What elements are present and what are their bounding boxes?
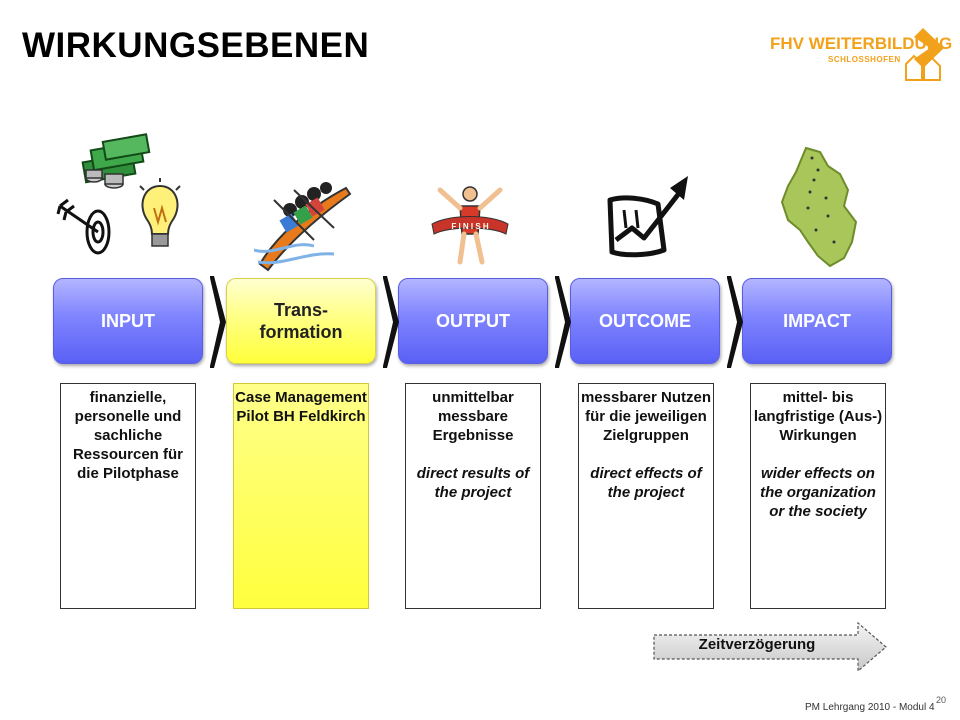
phase-input: INPUT xyxy=(53,278,203,364)
chevron-right-icon xyxy=(383,276,399,368)
fhv-diamond-logo-icon xyxy=(905,28,944,81)
desc-outcome-en: direct effects of the project xyxy=(590,465,702,501)
chevron-right-icon xyxy=(210,276,226,368)
desc-input: finanzielle, personelle und sachliche Re… xyxy=(60,383,196,609)
finish-line-runner-icon: F I N I S H xyxy=(431,186,509,265)
rowing-team-icon xyxy=(254,182,352,272)
desc-input-de: finanzielle, personelle und sachliche Re… xyxy=(72,389,184,482)
chevron-right-icon xyxy=(555,276,571,368)
fhv-logo: FHV WEITERBILDUNG SCHLOSSHOFEN xyxy=(770,26,952,82)
phase-outcome-label: OUTCOME xyxy=(599,310,691,331)
region-map-icon xyxy=(780,146,858,268)
desc-output-en: direct results of the project xyxy=(416,465,530,501)
time-delay-arrow: Zeitverzögerung xyxy=(652,621,888,673)
desc-impact-en: wider effects on the organization or the… xyxy=(760,465,876,520)
phase-input-label: INPUT xyxy=(101,310,155,331)
logo-line2: SCHLOSSHOFEN xyxy=(828,55,901,64)
desc-output-de: unmittelbar messbare Ergebnisse xyxy=(432,389,514,444)
desc-output: unmittelbar messbare Ergebnisse direct r… xyxy=(405,383,541,609)
time-delay-label: Zeitverzögerung xyxy=(698,636,816,653)
desc-outcome: messbarer Nutzen für die jeweiligen Ziel… xyxy=(578,383,714,609)
phase-transformation: Trans- formation xyxy=(226,278,376,364)
arrow-right-icon xyxy=(653,621,887,673)
desc-impact-de: mittel- bis langfristige (Aus-) Wirkunge… xyxy=(753,389,883,444)
phase-impact: IMPACT xyxy=(742,278,892,364)
money-bulb-target-icon xyxy=(56,133,181,255)
phase-impact-label: IMPACT xyxy=(783,310,851,331)
desc-impact: mittel- bis langfristige (Aus-) Wirkunge… xyxy=(750,383,886,609)
desc-transformation: Case Management Pilot BH Feldkirch xyxy=(233,383,369,609)
logo-line1: FHV WEITERBILDUNG xyxy=(770,34,953,53)
rising-chart-icon xyxy=(607,176,688,258)
phase-output: OUTPUT xyxy=(398,278,548,364)
page-number: 20 xyxy=(936,695,947,705)
footer-text: PM Lehrgang 2010 - Modul 4 xyxy=(805,702,935,713)
phase-transformation-label: Trans- formation xyxy=(259,300,343,342)
desc-outcome-de: messbarer Nutzen für die jeweiligen Ziel… xyxy=(580,389,712,444)
phase-output-label: OUTPUT xyxy=(436,310,510,331)
desc-transformation-de: Case Management Pilot BH Feldkirch xyxy=(235,389,367,425)
slide-title: WIRKUNGSEBENEN xyxy=(22,26,370,65)
chevron-right-icon xyxy=(727,276,743,368)
svg-text:F I N I S H: F I N I S H xyxy=(451,222,489,231)
phase-outcome: OUTCOME xyxy=(570,278,720,364)
